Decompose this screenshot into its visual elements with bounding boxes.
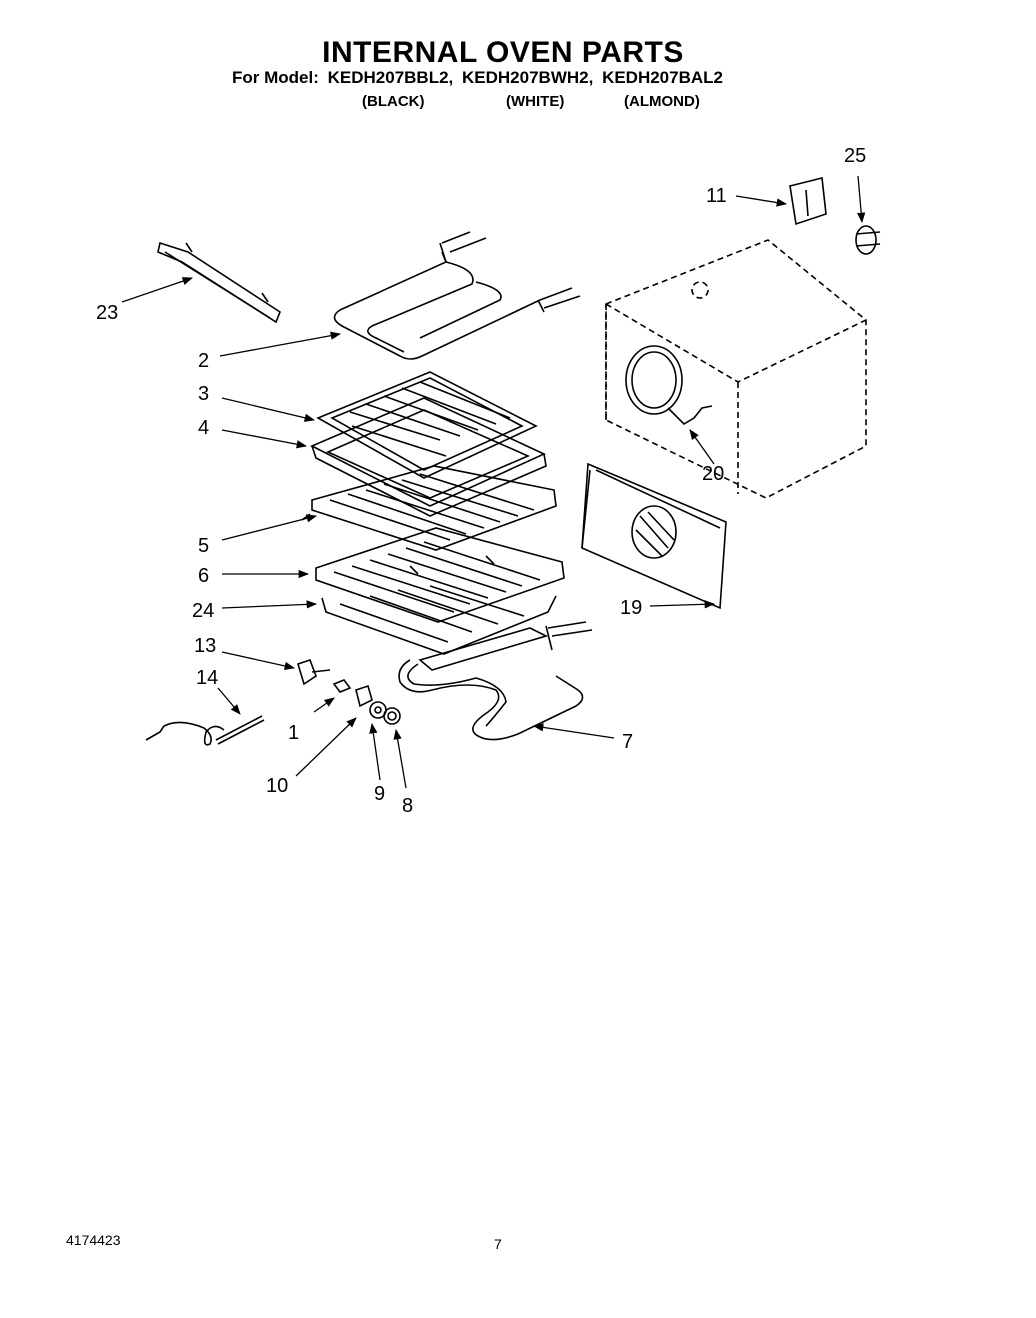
half-rack <box>321 585 557 655</box>
callout-13: 13 <box>194 635 216 657</box>
callout-1: 1 <box>288 722 299 744</box>
color-white: (WHITE) <box>506 93 565 110</box>
oven-rack-lower <box>315 527 565 623</box>
callout-labels: 23 2 3 4 5 6 24 13 14 1 10 9 8 7 19 20 1… <box>96 145 866 817</box>
model-list: For Model: KEDH207BBL2, KEDH207BWH2, KED… <box>232 68 727 88</box>
oven-rack-upper <box>301 465 557 551</box>
page-title: INTERNAL OVEN PARTS <box>322 36 684 69</box>
callout-14: 14 <box>196 667 218 689</box>
model-2: KEDH207BWH2, <box>462 68 594 87</box>
callout-23: 23 <box>96 302 118 324</box>
callout-5: 5 <box>198 535 209 557</box>
model-1: KEDH207BBL2, <box>327 68 454 87</box>
light-socket <box>332 679 352 693</box>
model-3: KEDH207BAL2 <box>602 68 723 87</box>
color-almond: (ALMOND) <box>624 93 700 110</box>
callout-9: 9 <box>374 783 385 805</box>
callout-3: 3 <box>198 383 209 405</box>
broil-element <box>333 231 581 360</box>
callout-4: 4 <box>198 417 209 439</box>
oven-cavity <box>605 239 867 499</box>
callout-2: 2 <box>198 350 209 372</box>
light-housing <box>355 684 401 725</box>
sensor-bracket <box>297 658 331 686</box>
callout-8: 8 <box>402 795 413 817</box>
callout-10: 10 <box>266 775 288 797</box>
callout-7: 7 <box>622 731 633 753</box>
meat-probe <box>145 715 265 746</box>
model-label: For Model: <box>232 68 319 87</box>
callout-24: 24 <box>192 600 214 622</box>
fan-cover-panel <box>581 462 727 610</box>
convection-element <box>625 345 713 426</box>
bake-element <box>398 621 593 741</box>
color-black: (BLACK) <box>362 93 425 110</box>
callout-11: 11 <box>706 185 727 207</box>
callout-6: 6 <box>198 565 209 587</box>
broil-shield-bar <box>157 241 281 324</box>
callout-25: 25 <box>844 145 866 167</box>
callout-20: 20 <box>702 463 724 485</box>
part-number: 4174423 <box>66 1232 121 1248</box>
motor-clip <box>855 225 881 255</box>
fan-bracket <box>789 177 827 226</box>
page-number: 7 <box>494 1236 502 1252</box>
leader-lines <box>121 175 866 789</box>
callout-19: 19 <box>620 597 642 619</box>
